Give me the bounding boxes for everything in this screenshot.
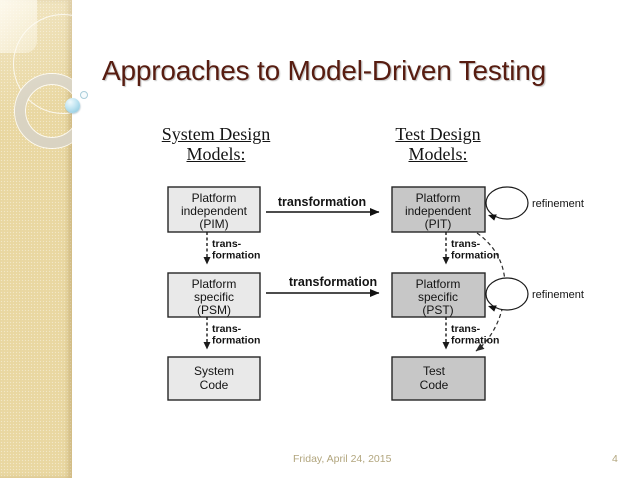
sidebar-sheen [0, 0, 72, 170]
box-system-code [167, 356, 261, 401]
vertical-transformation-label-pit-pst: trans-formation [451, 238, 499, 262]
slide-title: Approaches to Model-Driven Testing [102, 55, 547, 86]
refinement-loop-pit-arrowhead [488, 214, 497, 221]
refinement-loop-pst-arrowhead [488, 305, 497, 312]
left-column-header: System Design Models: [136, 124, 296, 164]
small-circle-decoration [80, 91, 88, 99]
right-column-header-line1: Test Design [395, 124, 481, 144]
left-column-header-line2: Models: [186, 144, 246, 164]
box-pst [391, 272, 486, 318]
box-psm [167, 272, 261, 318]
right-column-header-line2: Models: [408, 144, 468, 164]
left-column-header-line1: System Design [161, 124, 271, 144]
transformation-label-bottom: transformation [289, 275, 377, 289]
right-column-header: Test Design Models: [358, 124, 518, 164]
refinement-label-pit: refinement [532, 198, 584, 210]
box-test-code [391, 356, 486, 401]
sidebar-glare [0, 0, 37, 53]
page-number: 4 [612, 453, 618, 465]
box-pit [391, 186, 486, 233]
vertical-transformation-label-psm-code: trans-formation [212, 323, 260, 347]
sidebar-decoration [0, 0, 72, 478]
refinement-loop-pit [485, 186, 529, 220]
blue-sphere-decoration [65, 98, 80, 113]
thick-ring-decoration [15, 74, 72, 148]
refinement-loop-pst [485, 277, 529, 311]
refinement-label-pst: refinement [532, 289, 584, 301]
transformation-label-top: transformation [278, 195, 366, 209]
footer-date: Friday, April 24, 2015 [293, 453, 392, 465]
vertical-transformation-label-pim-psm: trans-formation [212, 238, 260, 262]
box-pim [167, 186, 261, 233]
vertical-transformation-label-pst-code: trans-formation [451, 323, 499, 347]
